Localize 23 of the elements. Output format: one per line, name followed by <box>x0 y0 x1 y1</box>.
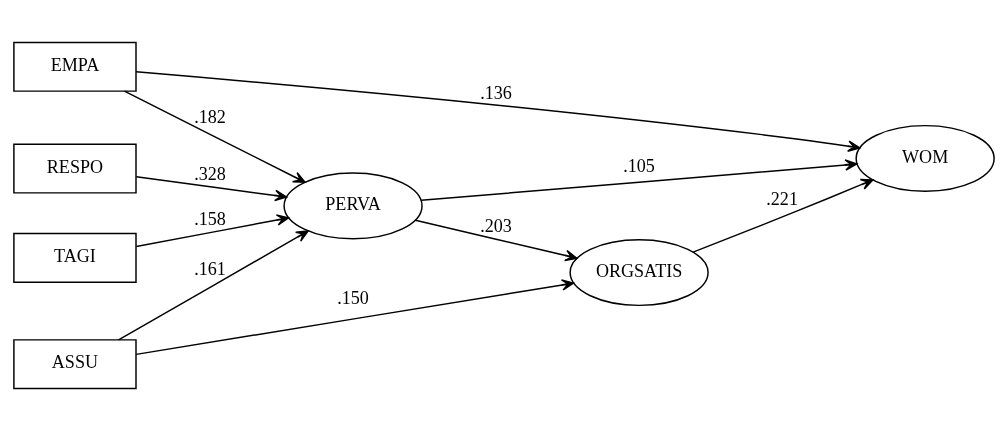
arrow <box>692 178 874 253</box>
node-box: TAGI <box>13 232 137 283</box>
edge-label: .182 <box>194 106 226 127</box>
node-ellipse: ORGSATIS <box>569 238 709 306</box>
arrow <box>135 70 861 152</box>
node-box: RESPO <box>13 143 137 194</box>
arrow <box>420 158 858 201</box>
arrow <box>117 229 309 340</box>
node-box: EMPA <box>13 41 137 92</box>
edge-label: .105 <box>623 155 655 176</box>
edge-label: .158 <box>194 208 226 229</box>
arrow <box>135 213 290 247</box>
node-box: ASSU <box>13 338 137 389</box>
edge-label: .150 <box>337 287 369 308</box>
edge-label: .221 <box>766 188 798 209</box>
arrow <box>135 175 288 201</box>
arrow <box>135 278 575 355</box>
edge-label: .136 <box>480 82 512 103</box>
edge-label: .203 <box>480 215 512 236</box>
arrow <box>123 90 306 183</box>
arrow <box>414 219 578 261</box>
edge-label: .328 <box>194 163 226 184</box>
edge-label: .161 <box>194 258 226 279</box>
